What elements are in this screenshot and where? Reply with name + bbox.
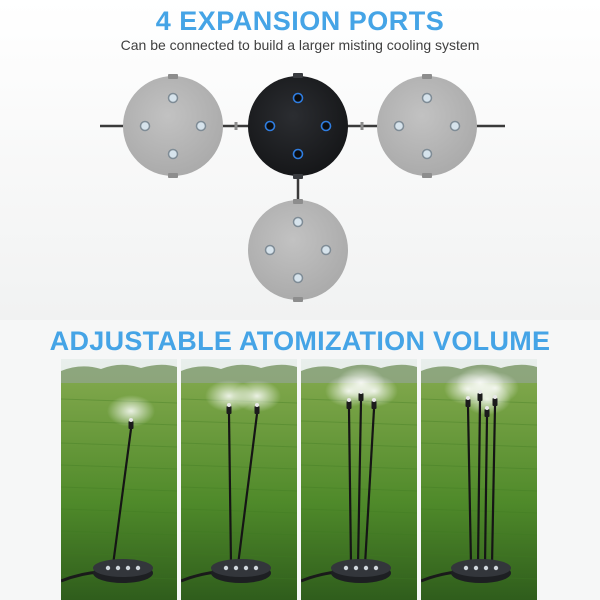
expansion-ports-subtitle: Can be connected to build a larger misti… [120,37,480,53]
port-icon [421,148,433,160]
port-icon [421,92,433,104]
port-icon [139,120,151,132]
module-bottom [248,199,348,302]
photo-3-nozzles [301,359,417,600]
port-icon [195,120,207,132]
port-icon [292,272,304,284]
port-icon [264,244,276,256]
module-left [123,74,223,178]
port-icon [449,120,461,132]
port-icon [292,148,304,160]
photo-1-nozzle [61,359,177,600]
port-icon [292,216,304,228]
photo-4-nozzles [421,359,537,600]
port-icon [320,244,332,256]
port-icon [393,120,405,132]
expansion-ports-title: 4 EXPANSION PORTS [155,6,445,36]
port-icon [292,92,304,104]
port-icon [167,148,179,160]
modules-diagram [100,73,505,302]
atomization-photos [61,359,539,600]
port-icon [320,120,332,132]
port-icon [264,120,276,132]
module-center [248,73,348,179]
atomization-title: ADJUSTABLE ATOMIZATION VOLUME [49,326,551,356]
photo-2-nozzles [181,359,297,600]
port-icon [167,92,179,104]
module-right [377,74,477,178]
